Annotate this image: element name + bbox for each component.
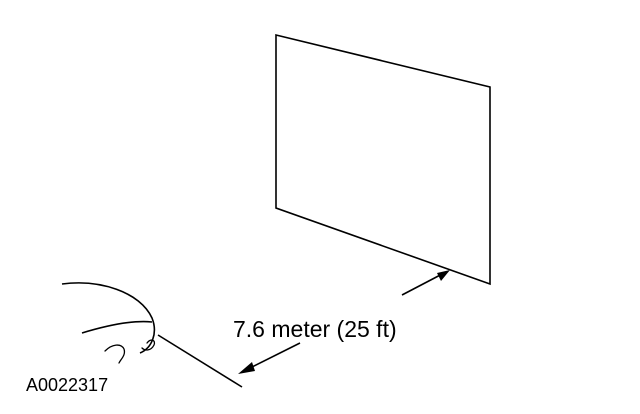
dimension-arrow [238, 270, 450, 374]
arrowhead-start [238, 362, 255, 374]
distance-label: 7.6 meter (25 ft) [233, 316, 397, 342]
target-panel [275, 33, 491, 286]
figure-id-label: A0022317 [26, 375, 108, 395]
arrowhead-end [437, 270, 450, 281]
sight-line [157, 334, 243, 388]
viewer-head [61, 282, 156, 364]
